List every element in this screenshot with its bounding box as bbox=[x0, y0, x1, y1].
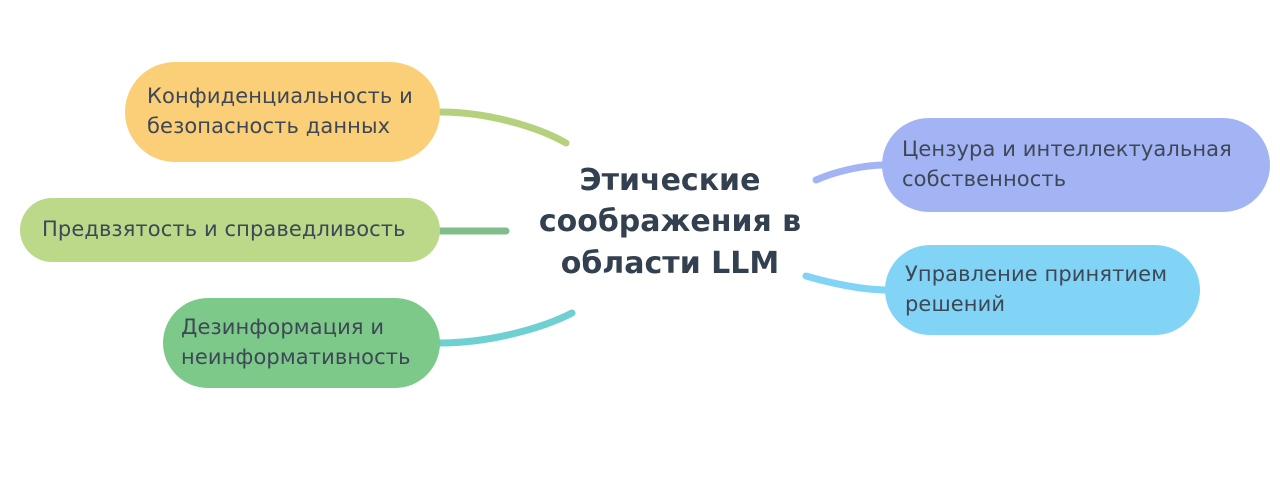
mind-map-node-privacy[interactable]: Конфиденциальность и безопасность данных bbox=[125, 62, 440, 162]
mind-map-central-topic: Этические соображения в области LLM bbox=[538, 163, 802, 281]
connector-misinformation bbox=[436, 309, 576, 347]
mind-map-node-bias[interactable]: Предвзятость и справедливость bbox=[20, 198, 440, 262]
node-label-misinformation: Дезинформация и неинформативность bbox=[181, 315, 411, 369]
mind-map-node-misinformation[interactable]: Дезинформация и неинформативность bbox=[163, 298, 440, 388]
node-label-bias: Предвзятость и справедливость bbox=[42, 217, 406, 242]
mind-map-node-decision[interactable]: Управление принятием решений bbox=[885, 245, 1200, 335]
connector-privacy bbox=[436, 108, 570, 147]
node-label-censorship: Цензура и интеллектуальная собственность bbox=[902, 137, 1232, 191]
node-label-privacy: Конфиденциальность и безопасность данных bbox=[147, 84, 413, 138]
mind-map-node-censorship[interactable]: Цензура и интеллектуальная собственность bbox=[882, 118, 1270, 212]
node-label-decision: Управление принятием решений bbox=[905, 262, 1168, 316]
